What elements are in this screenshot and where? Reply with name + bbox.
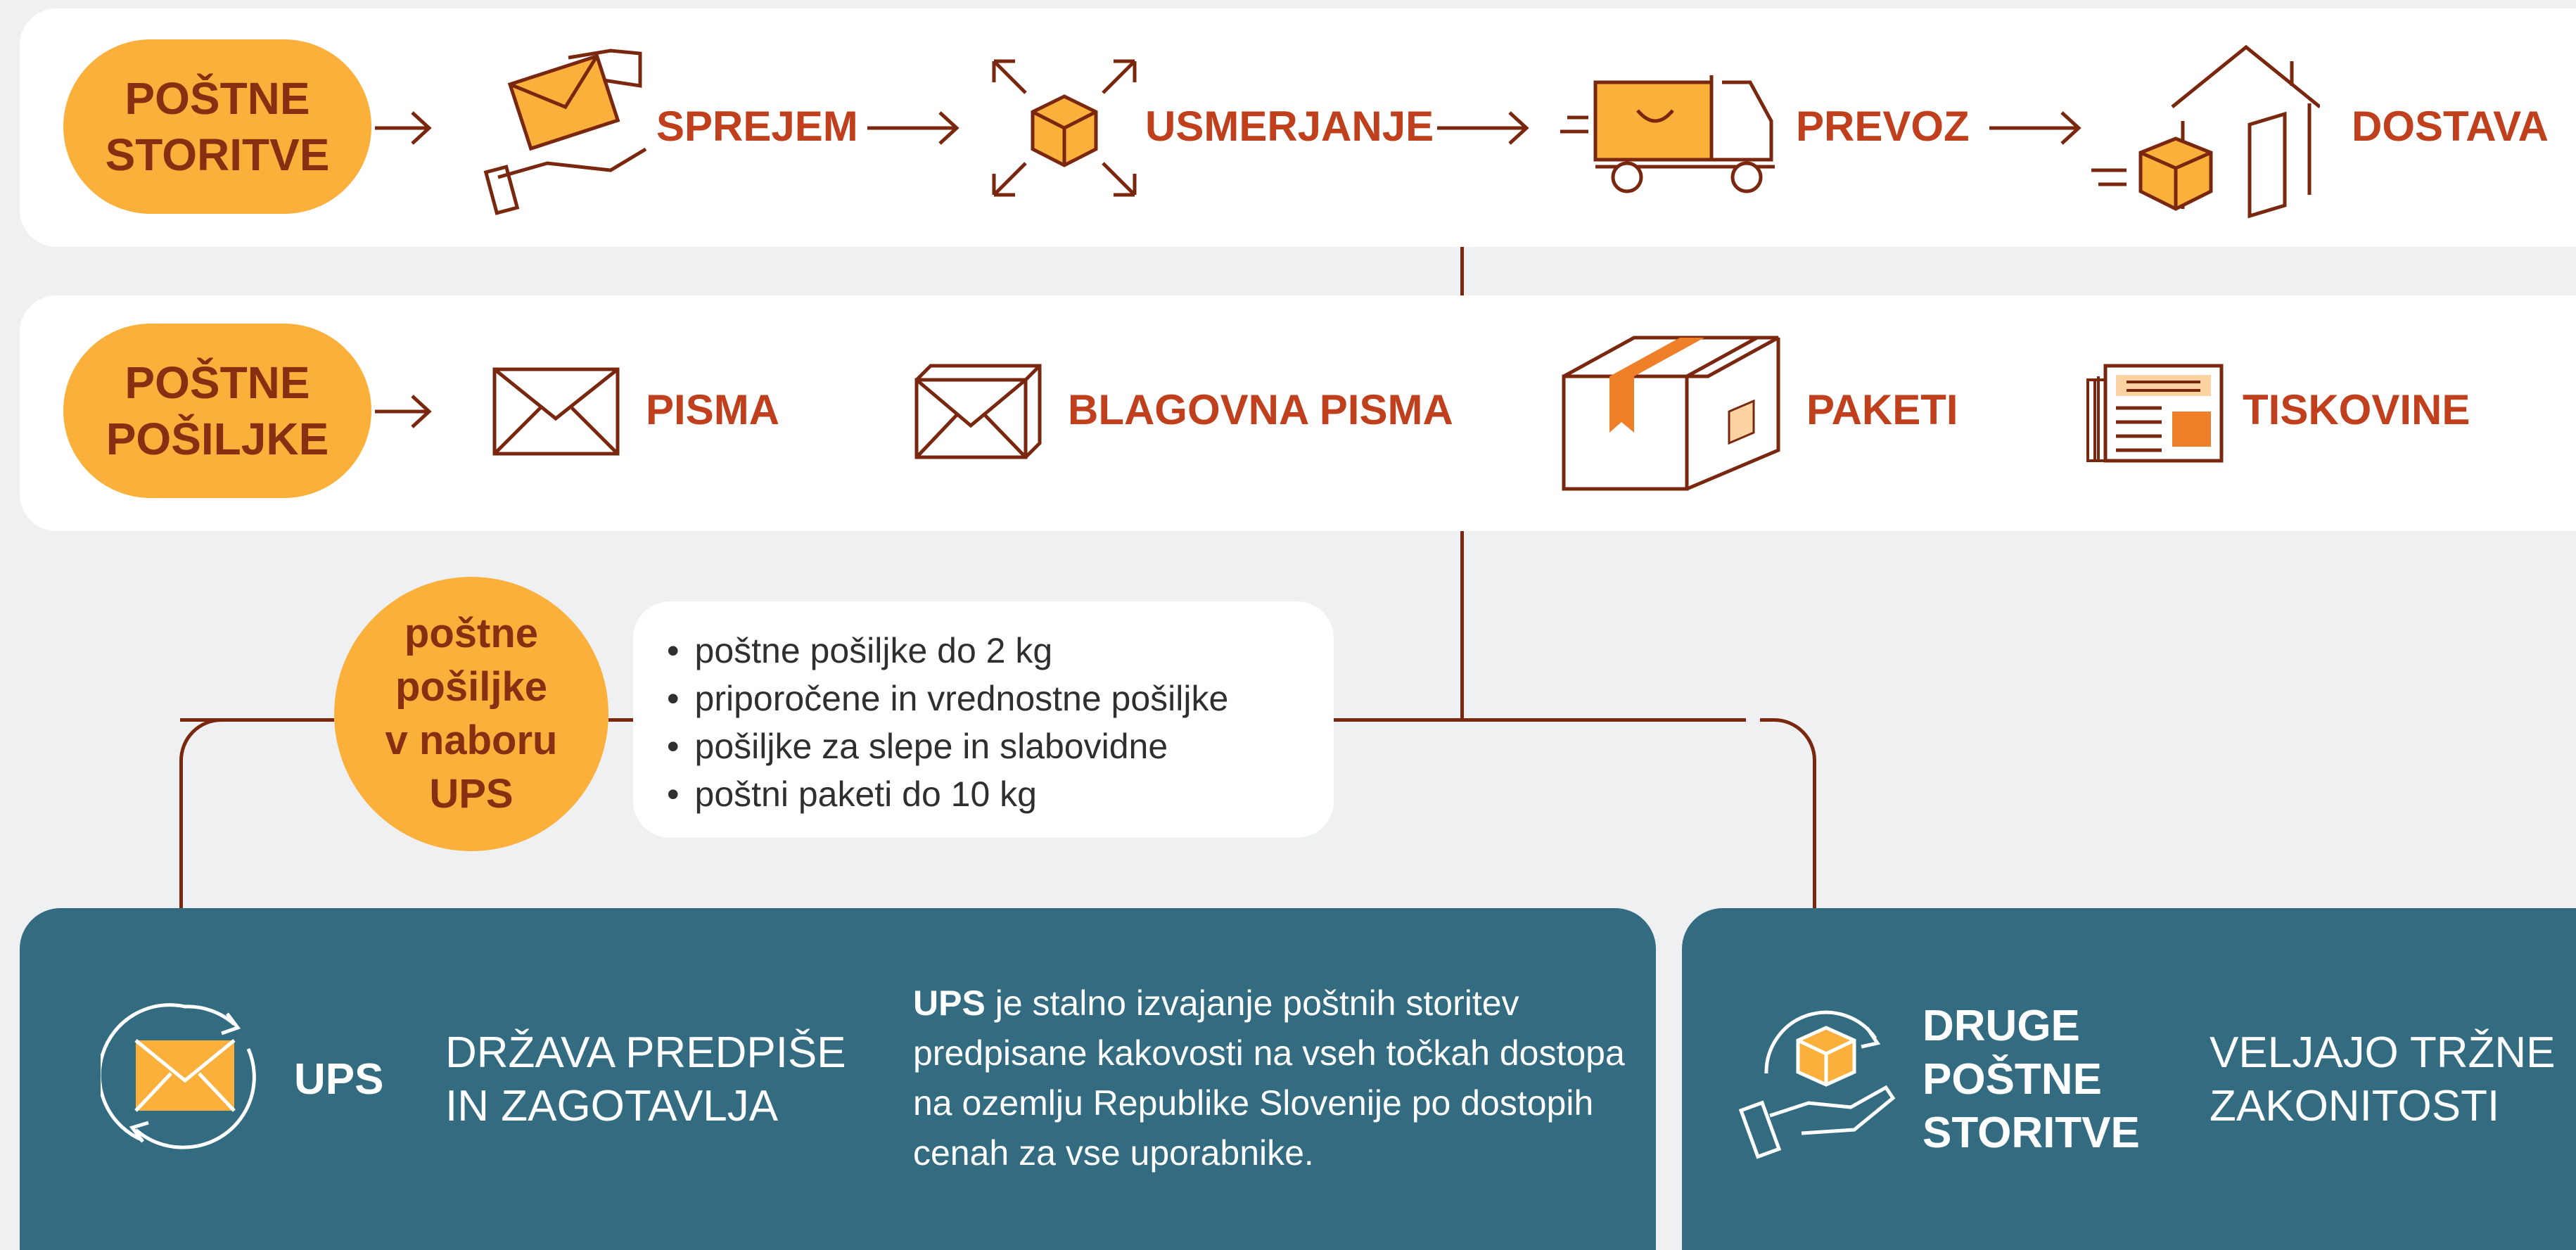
parcel-box-icon <box>1562 336 1780 491</box>
ups-definition-keyword: UPS <box>913 983 986 1023</box>
item-label-paketi: PAKETI <box>1806 386 1958 433</box>
postal-items-row: POŠTNE POŠILJKE PISMA BLAGOVNA PISMA PAK… <box>20 295 2576 531</box>
box-routing-icon <box>992 59 1137 197</box>
house-package-icon <box>2091 44 2320 219</box>
connector-curve-right <box>1760 718 1816 774</box>
postal-services-row: POŠTNE STORITVE SPREJEM USMERJANJE PREVO… <box>20 8 2576 247</box>
delivery-truck-icon <box>1560 75 1775 193</box>
connector-curve-left <box>179 718 236 774</box>
postal-items-pill: POŠTNE POŠILJKE <box>63 324 371 498</box>
envelope-icon <box>492 367 620 456</box>
ups-scope-circle: poštne pošiljke v naboru UPS <box>334 577 608 851</box>
connector-horizontal-right <box>1334 718 1746 722</box>
connector-trunk <box>1460 531 1464 722</box>
ups-definition-text: je stalno izvajanje poštnih storitev pre… <box>913 983 1625 1173</box>
arrow-right-icon <box>1437 111 1529 145</box>
item-label-blagovna-pisma: BLAGOVNA PISMA <box>1068 386 1453 433</box>
connector-mid-circle-box <box>608 718 633 722</box>
arrow-right-icon <box>867 111 959 145</box>
ups-panel-subtitle: DRŽAVA PREDPIŠE IN ZAGOTAVLJA <box>445 1028 846 1130</box>
connector-drop-right <box>1813 767 1816 908</box>
hands-envelope-icon <box>483 49 647 215</box>
list-item: pošiljke za slepe in slabovidne <box>667 722 1334 770</box>
list-item: priporočene in vrednostne pošiljke <box>667 675 1334 722</box>
step-label-sprejem: SPREJEM <box>656 103 858 150</box>
item-label-tiskovine: TISKOVINE <box>2243 386 2470 433</box>
ups-scope-list: poštne pošiljke do 2 kg priporočene in v… <box>633 601 1334 838</box>
hand-box-cycle-icon <box>1738 1010 1896 1159</box>
step-label-usmerjanje: USMERJANJE <box>1145 103 1434 150</box>
list-item: poštne pošiljke do 2 kg <box>667 627 1334 675</box>
other-services-title: DRUGE POŠTNE STORITVE <box>1923 1002 2140 1157</box>
other-services-subtitle: VELJAJO TRŽNE ZAKONITOSTI <box>2210 1028 2556 1130</box>
connector-horizontal-left <box>180 718 334 722</box>
arrow-right-icon <box>375 395 432 428</box>
ups-definition: UPS je stalno izvajanje poštnih storitev… <box>913 978 1645 1178</box>
other-services-panel: DRUGE POŠTNE STORITVE VELJAJO TRŽNE ZAKO… <box>1682 908 2576 1250</box>
connector-drop-left <box>179 767 183 908</box>
arrow-right-icon <box>375 111 432 145</box>
postal-services-pill: POŠTNE STORITVE <box>63 39 371 214</box>
item-label-pisma: PISMA <box>646 386 780 433</box>
newspaper-icon <box>2086 364 2224 463</box>
connector-row1-row2 <box>1460 247 1464 295</box>
parcel-envelope-icon <box>914 364 1042 459</box>
envelope-cycle-icon <box>101 1003 256 1149</box>
ups-panel: UPS DRŽAVA PREDPIŠE IN ZAGOTAVLJA UPS je… <box>20 908 1656 1250</box>
step-label-dostava: DOSTAVA <box>2352 103 2549 150</box>
step-label-prevoz: PREVOZ <box>1796 103 1970 150</box>
arrow-right-icon <box>1989 111 2081 145</box>
list-item: poštni paketi do 10 kg <box>667 770 1334 818</box>
ups-panel-title: UPS <box>294 1055 384 1104</box>
